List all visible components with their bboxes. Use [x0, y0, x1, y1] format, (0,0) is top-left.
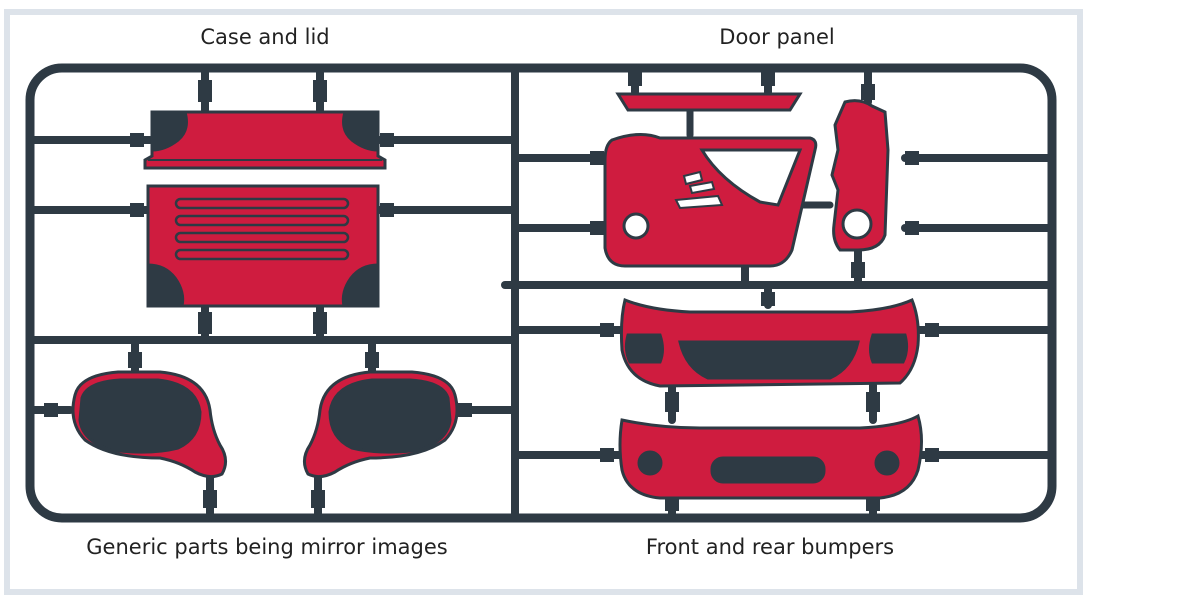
front-bumper-part [619, 297, 920, 388]
mirror-right-part [303, 370, 459, 479]
rear-bumper-part [618, 413, 923, 500]
case-lid-part [143, 110, 387, 170]
label-case-and-lid: Case and lid [200, 25, 330, 49]
label-door-panel: Door panel [719, 25, 835, 49]
gate-stubs [44, 72, 939, 511]
door-panel-part [603, 133, 818, 268]
runner-outer [25, 63, 1057, 523]
label-mirror-parts: Generic parts being mirror images [86, 535, 448, 559]
case-body-part [146, 184, 380, 308]
mirror-left-part [71, 370, 227, 479]
label-bumpers: Front and rear bumpers [645, 535, 895, 559]
door-pillar-part [830, 99, 890, 252]
door-trim-strip [615, 92, 803, 112]
